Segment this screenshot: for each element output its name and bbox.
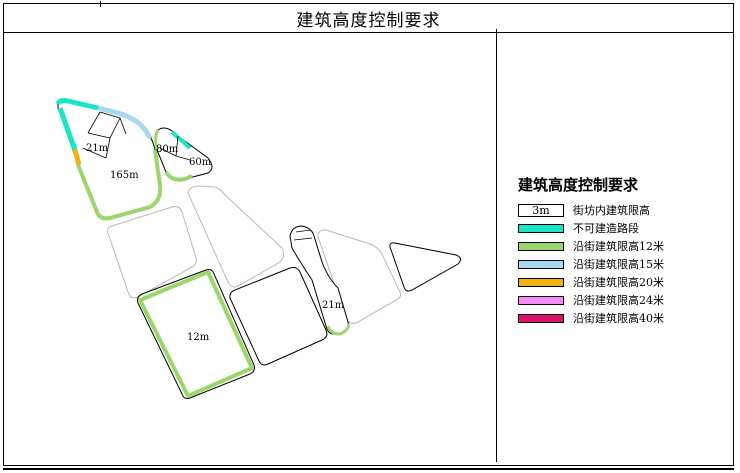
legend: 建筑高度控制要求 3m 街坊内建筑限高 不可建造路段 沿街建筑限高12米 沿街建… — [518, 174, 718, 327]
legend-swatch — [518, 223, 564, 233]
label-60m: 60m — [189, 157, 212, 168]
legend-label: 沿街建筑限高24米 — [573, 294, 664, 307]
legend-label: 沿街建筑限高20米 — [573, 276, 664, 289]
height-control-map: 21m 165m 80m 60m — [55, 97, 462, 399]
label-21m-a: 21m — [86, 143, 109, 154]
legend-swatch — [518, 295, 564, 305]
block-narrow-21m[interactable]: 21m — [289, 225, 351, 336]
legend-label: 街坊内建筑限高 — [573, 204, 650, 217]
block-a[interactable]: 21m 165m — [55, 97, 163, 221]
title-bar: 建筑高度控制要求 — [4, 4, 733, 33]
legend-item: 沿街建筑限高15米 — [518, 255, 718, 273]
frame-tick — [100, 1, 101, 7]
panel-divider — [496, 29, 497, 462]
legend-item: 沿街建筑限高40米 — [518, 309, 718, 327]
block-middle[interactable] — [229, 267, 328, 366]
legend-label: 不可建造路段 — [573, 222, 639, 235]
label-21m-narrow: 21m — [322, 300, 345, 311]
label-165m: 165m — [110, 170, 139, 181]
block-grey-3[interactable] — [317, 229, 401, 324]
legend-label: 沿街建筑限高12米 — [573, 240, 664, 253]
block-east-triangle[interactable] — [389, 242, 462, 292]
legend-item: 沿街建筑限高20米 — [518, 273, 718, 291]
legend-swatch: 3m — [518, 203, 564, 217]
legend-item: 沿街建筑限高12米 — [518, 237, 718, 255]
legend-item: 沿街建筑限高24米 — [518, 291, 718, 309]
page-title: 建筑高度控制要求 — [296, 10, 441, 31]
label-12m: 12m — [187, 332, 210, 343]
legend-title: 建筑高度控制要求 — [518, 176, 639, 194]
legend-label: 沿街建筑限高40米 — [573, 312, 664, 325]
legend-swatch — [518, 259, 564, 269]
block-b[interactable]: 80m 60m — [154, 127, 213, 182]
legend-swatch — [518, 277, 564, 287]
block-south-12m[interactable]: 12m — [137, 269, 255, 399]
legend-item: 3m 街坊内建筑限高 — [518, 201, 718, 219]
legend-items: 3m 街坊内建筑限高 不可建造路段 沿街建筑限高12米 沿街建筑限高15米 沿街… — [518, 201, 718, 327]
legend-label: 沿街建筑限高15米 — [573, 258, 664, 271]
map-frame: 建筑高度控制要求 — [3, 1, 734, 466]
block-grey-1[interactable] — [107, 206, 197, 299]
legend-swatch — [518, 313, 564, 323]
label-80m: 80m — [156, 144, 179, 155]
bottom-border — [3, 468, 734, 470]
block-grey-2[interactable] — [187, 185, 285, 288]
legend-item: 不可建造路段 — [518, 219, 718, 237]
legend-swatch — [518, 241, 564, 251]
